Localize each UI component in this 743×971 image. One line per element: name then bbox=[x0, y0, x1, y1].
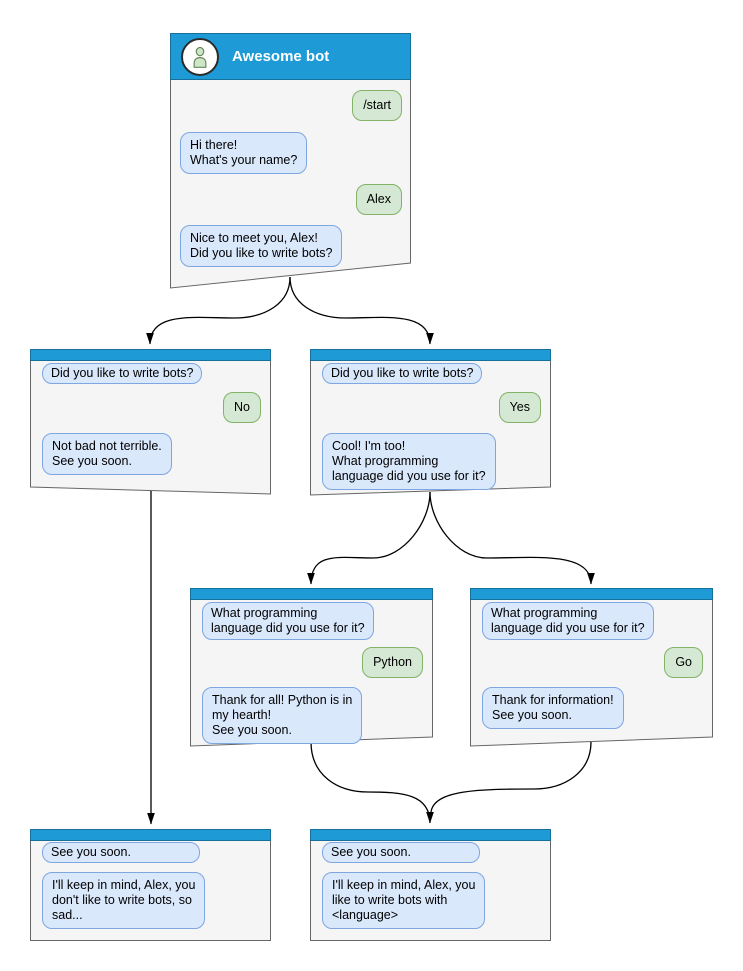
connector-yes-to-go bbox=[429, 491, 595, 585]
branch-yes-messages: Did you like to write bots? Yes Cool! I'… bbox=[310, 361, 551, 490]
bot-message-bubble: Thank for all! Python is in my hearth! S… bbox=[202, 687, 363, 744]
main-window-messages: /start Hi there! What's your name? Alex … bbox=[170, 80, 411, 267]
branch-yes-header bbox=[310, 349, 551, 361]
bot-message-bubble: Cool! I'm too! What programming language… bbox=[322, 433, 496, 490]
end-yes-header bbox=[310, 829, 551, 841]
bot-message-bubble: Nice to meet you, Alex! Did you like to … bbox=[180, 225, 343, 267]
main-window-header: Awesome bot bbox=[170, 33, 411, 80]
branch-go-messages: What programming language did you use fo… bbox=[470, 600, 713, 729]
connector-go-to-end bbox=[430, 741, 592, 813]
end-no-messages: See you soon. I'll keep in mind, Alex, y… bbox=[30, 841, 271, 929]
user-message-bubble: Go bbox=[664, 647, 703, 678]
bot-message-bubble: See you soon. bbox=[322, 842, 480, 863]
connector-yes-to-python bbox=[307, 491, 431, 585]
user-message-bubble: Yes bbox=[498, 392, 541, 423]
bot-message-bubble: What programming language did you use fo… bbox=[482, 602, 654, 640]
bot-message-bubble: I'll keep in mind, Alex, you like to wri… bbox=[322, 872, 486, 929]
user-message-bubble: /start bbox=[352, 90, 402, 121]
branch-no-header bbox=[30, 349, 271, 361]
user-message-bubble: No bbox=[223, 392, 261, 423]
branch-python-messages: What programming language did you use fo… bbox=[190, 600, 433, 744]
bot-message-bubble: See you soon. bbox=[42, 842, 200, 863]
end-no-header bbox=[30, 829, 271, 841]
bot-avatar bbox=[181, 37, 219, 76]
user-message-bubble: Python bbox=[362, 647, 423, 678]
bot-message-bubble: Did you like to write bots? bbox=[322, 363, 483, 384]
connector-main-to-yes bbox=[289, 276, 434, 345]
user-message-bubble: Alex bbox=[355, 184, 402, 215]
bot-message-bubble: Did you like to write bots? bbox=[42, 363, 203, 384]
connector-python-to-end bbox=[310, 741, 434, 824]
branch-go-header bbox=[470, 588, 713, 600]
bot-message-bubble: What programming language did you use fo… bbox=[202, 602, 374, 640]
bot-message-bubble: I'll keep in mind, Alex, you don't like … bbox=[42, 872, 206, 929]
bot-message-bubble: Thank for information! See you soon. bbox=[482, 687, 624, 729]
end-yes-messages: See you soon. I'll keep in mind, Alex, y… bbox=[310, 841, 551, 929]
person-icon bbox=[193, 46, 207, 68]
main-window-title: Awesome bot bbox=[232, 48, 330, 65]
connector-main-to-no bbox=[146, 276, 291, 345]
bot-message-bubble: Hi there! What's your name? bbox=[180, 132, 308, 174]
branch-python-header bbox=[190, 588, 433, 600]
bot-message-bubble: Not bad not terrible. See you soon. bbox=[42, 433, 172, 475]
branch-no-messages: Did you like to write bots? No Not bad n… bbox=[30, 361, 271, 475]
